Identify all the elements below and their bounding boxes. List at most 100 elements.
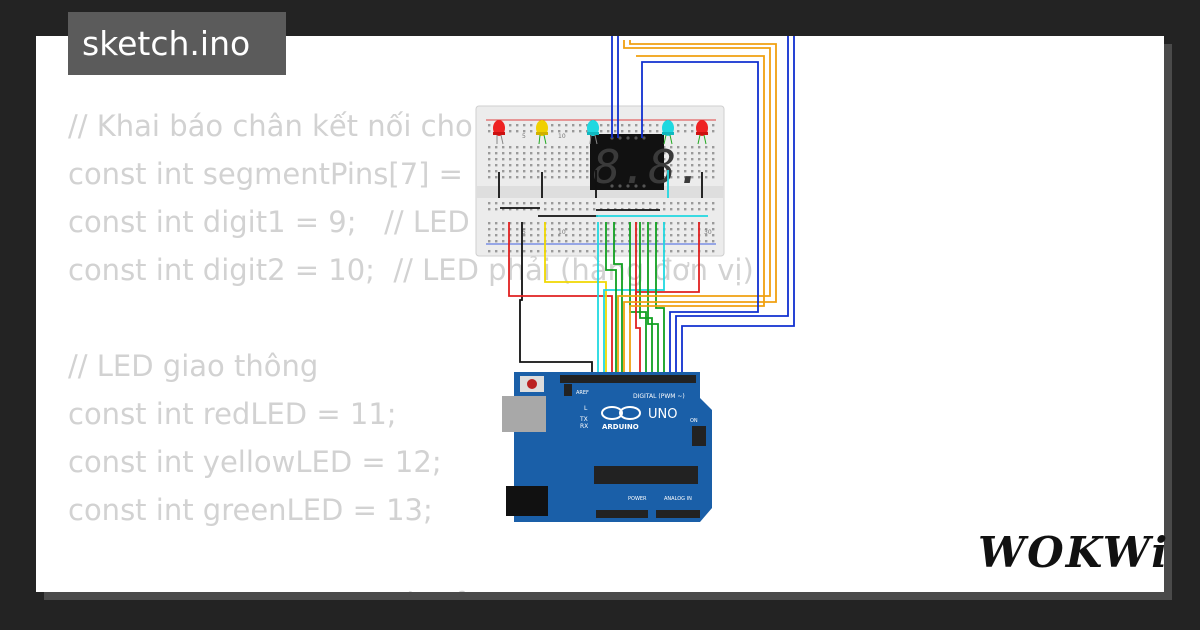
breadboard-hole bbox=[488, 240, 491, 243]
breadboard-hole bbox=[516, 164, 519, 167]
breadboard-hole bbox=[649, 124, 652, 127]
code-line: const int digit1 = 9; // LED bbox=[68, 205, 470, 239]
breadboard-hole bbox=[509, 208, 512, 211]
code-line: const int greenLED = 13; bbox=[68, 493, 433, 527]
breadboard-hole bbox=[705, 228, 708, 231]
col-mark: 5 bbox=[522, 229, 526, 236]
breadboard-hole bbox=[698, 202, 701, 205]
breadboard-hole bbox=[579, 202, 582, 205]
breadboard-hole bbox=[495, 208, 498, 211]
breadboard-hole bbox=[523, 250, 526, 253]
breadboard-hole bbox=[572, 240, 575, 243]
breadboard-hole bbox=[551, 130, 554, 133]
breadboard-hole bbox=[691, 202, 694, 205]
breadboard-hole bbox=[537, 234, 540, 237]
breadboard-hole bbox=[551, 146, 554, 149]
breadboard-hole bbox=[712, 234, 715, 237]
breadboard-hole bbox=[502, 202, 505, 205]
breadboard-hole bbox=[712, 152, 715, 155]
breadboard-hole bbox=[691, 240, 694, 243]
breadboard-hole bbox=[593, 234, 596, 237]
breadboard-hole bbox=[565, 124, 568, 127]
breadboard-hole bbox=[684, 222, 687, 225]
breadboard-hole bbox=[558, 176, 561, 179]
breadboard-hole bbox=[544, 158, 547, 161]
breadboard-hole bbox=[691, 222, 694, 225]
breadboard-hole bbox=[656, 234, 659, 237]
breadboard-hole bbox=[537, 228, 540, 231]
breadboard-hole bbox=[712, 124, 715, 127]
breadboard-hole bbox=[488, 158, 491, 161]
breadboard-hole bbox=[705, 146, 708, 149]
breadboard-hole bbox=[586, 202, 589, 205]
breadboard-hole bbox=[579, 176, 582, 179]
breadboard-hole bbox=[586, 234, 589, 237]
breadboard-hole bbox=[572, 146, 575, 149]
breadboard-hole bbox=[551, 176, 554, 179]
breadboard-hole bbox=[516, 202, 519, 205]
breadboard-hole bbox=[712, 240, 715, 243]
breadboard-hole bbox=[572, 152, 575, 155]
breadboard-hole bbox=[607, 222, 610, 225]
breadboard-hole bbox=[677, 152, 680, 155]
col-mark: 30 bbox=[704, 229, 712, 236]
breadboard-hole bbox=[516, 124, 519, 127]
breadboard-hole bbox=[502, 170, 505, 173]
breadboard-hole bbox=[614, 250, 617, 253]
breadboard-hole bbox=[509, 146, 512, 149]
col-mark: 10 bbox=[558, 133, 566, 140]
breadboard-hole bbox=[544, 164, 547, 167]
breadboard-hole bbox=[698, 152, 701, 155]
breadboard-hole bbox=[642, 202, 645, 205]
breadboard-hole bbox=[565, 158, 568, 161]
breadboard-hole bbox=[684, 176, 687, 179]
breadboard-hole bbox=[558, 164, 561, 167]
breadboard-hole bbox=[691, 146, 694, 149]
breadboard-hole bbox=[621, 222, 624, 225]
breadboard-hole bbox=[509, 250, 512, 253]
breadboard-hole bbox=[670, 234, 673, 237]
breadboard-hole bbox=[684, 146, 687, 149]
breadboard-hole bbox=[516, 176, 519, 179]
breadboard-hole bbox=[572, 176, 575, 179]
code-line: const int yellowLED = 12; bbox=[68, 445, 442, 479]
breadboard-hole bbox=[670, 202, 673, 205]
breadboard-hole bbox=[495, 164, 498, 167]
breadboard-hole bbox=[670, 208, 673, 211]
breadboard-hole bbox=[621, 234, 624, 237]
breadboard-hole bbox=[551, 208, 554, 211]
breadboard-hole bbox=[565, 146, 568, 149]
breadboard-hole bbox=[663, 146, 666, 149]
breadboard-hole bbox=[698, 158, 701, 161]
breadboard-hole bbox=[621, 250, 624, 253]
breadboard-hole bbox=[691, 130, 694, 133]
breadboard-hole bbox=[572, 250, 575, 253]
breadboard-hole bbox=[495, 176, 498, 179]
breadboard-hole bbox=[684, 208, 687, 211]
breadboard-hole bbox=[530, 234, 533, 237]
breadboard-hole bbox=[551, 164, 554, 167]
breadboard-hole bbox=[509, 124, 512, 127]
breadboard-hole bbox=[572, 202, 575, 205]
breadboard-hole bbox=[642, 228, 645, 231]
breadboard-hole bbox=[530, 170, 533, 173]
breadboard-hole bbox=[551, 158, 554, 161]
breadboard-hole bbox=[530, 152, 533, 155]
breadboard-hole bbox=[488, 222, 491, 225]
breadboard-hole bbox=[579, 234, 582, 237]
breadboard-hole bbox=[705, 202, 708, 205]
aref-label: AREF bbox=[576, 390, 589, 396]
breadboard-hole bbox=[544, 146, 547, 149]
breadboard-hole bbox=[495, 152, 498, 155]
breadboard-hole bbox=[572, 158, 575, 161]
breadboard-hole bbox=[579, 130, 582, 133]
breadboard-hole bbox=[551, 152, 554, 155]
breadboard-hole bbox=[509, 152, 512, 155]
breadboard-hole bbox=[670, 170, 673, 173]
breadboard-hole bbox=[614, 240, 617, 243]
breadboard-hole bbox=[705, 152, 708, 155]
breadboard-hole bbox=[614, 222, 617, 225]
breadboard-hole bbox=[551, 222, 554, 225]
breadboard-hole bbox=[698, 164, 701, 167]
breadboard-hole bbox=[712, 164, 715, 167]
